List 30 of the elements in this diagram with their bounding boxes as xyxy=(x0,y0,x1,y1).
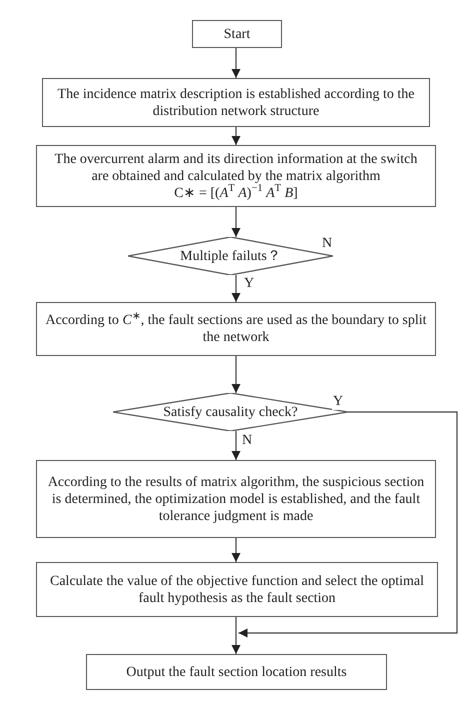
decision-diamond xyxy=(128,237,333,275)
node-text: Calculate the value of the objective function and select the optimal fault hypothesis as the fault section xyxy=(49,572,425,606)
process-box xyxy=(36,302,436,356)
decision-diamond xyxy=(113,393,348,431)
process-box xyxy=(86,654,387,690)
arrow xyxy=(238,411,458,638)
node-text: Satisfy causality check? xyxy=(163,404,298,420)
process-box xyxy=(192,20,282,48)
arrow xyxy=(232,356,240,393)
process-box xyxy=(36,460,436,538)
node-text: C∗ = [(A$^{T}$ A)$^{−1}$ A$^{T}$ B] xyxy=(174,184,298,202)
arrow xyxy=(232,48,240,78)
process-box xyxy=(42,78,430,127)
node-text: According to C$^{∗}$, the fault sections are used as the boundary to split the network xyxy=(45,312,427,346)
edge-label: Y xyxy=(332,394,344,410)
node-text: The incidence matrix description is established according to the distribution network structure xyxy=(56,86,416,120)
arrow xyxy=(232,207,240,237)
node-text: Start xyxy=(224,26,250,42)
arrow xyxy=(232,617,240,654)
arrow xyxy=(232,538,240,562)
node-text: According to the results of matrix algorithm, the suspicious section is determined, the optimization model is established, and the fault tolerance judgment is made xyxy=(46,474,426,524)
arrow xyxy=(232,275,240,302)
node-text: Multiple failuts？ xyxy=(180,248,281,264)
process-box xyxy=(36,562,438,617)
process-box xyxy=(36,145,436,207)
node-text: Output the fault section location results xyxy=(126,664,347,680)
node-text: The overcurrent alarm and its direction information at the switch are obtained and calculated by the matrix algorithm xyxy=(54,150,418,184)
arrow xyxy=(232,127,240,145)
arrow xyxy=(232,431,240,460)
branch-label: N xyxy=(322,236,332,252)
